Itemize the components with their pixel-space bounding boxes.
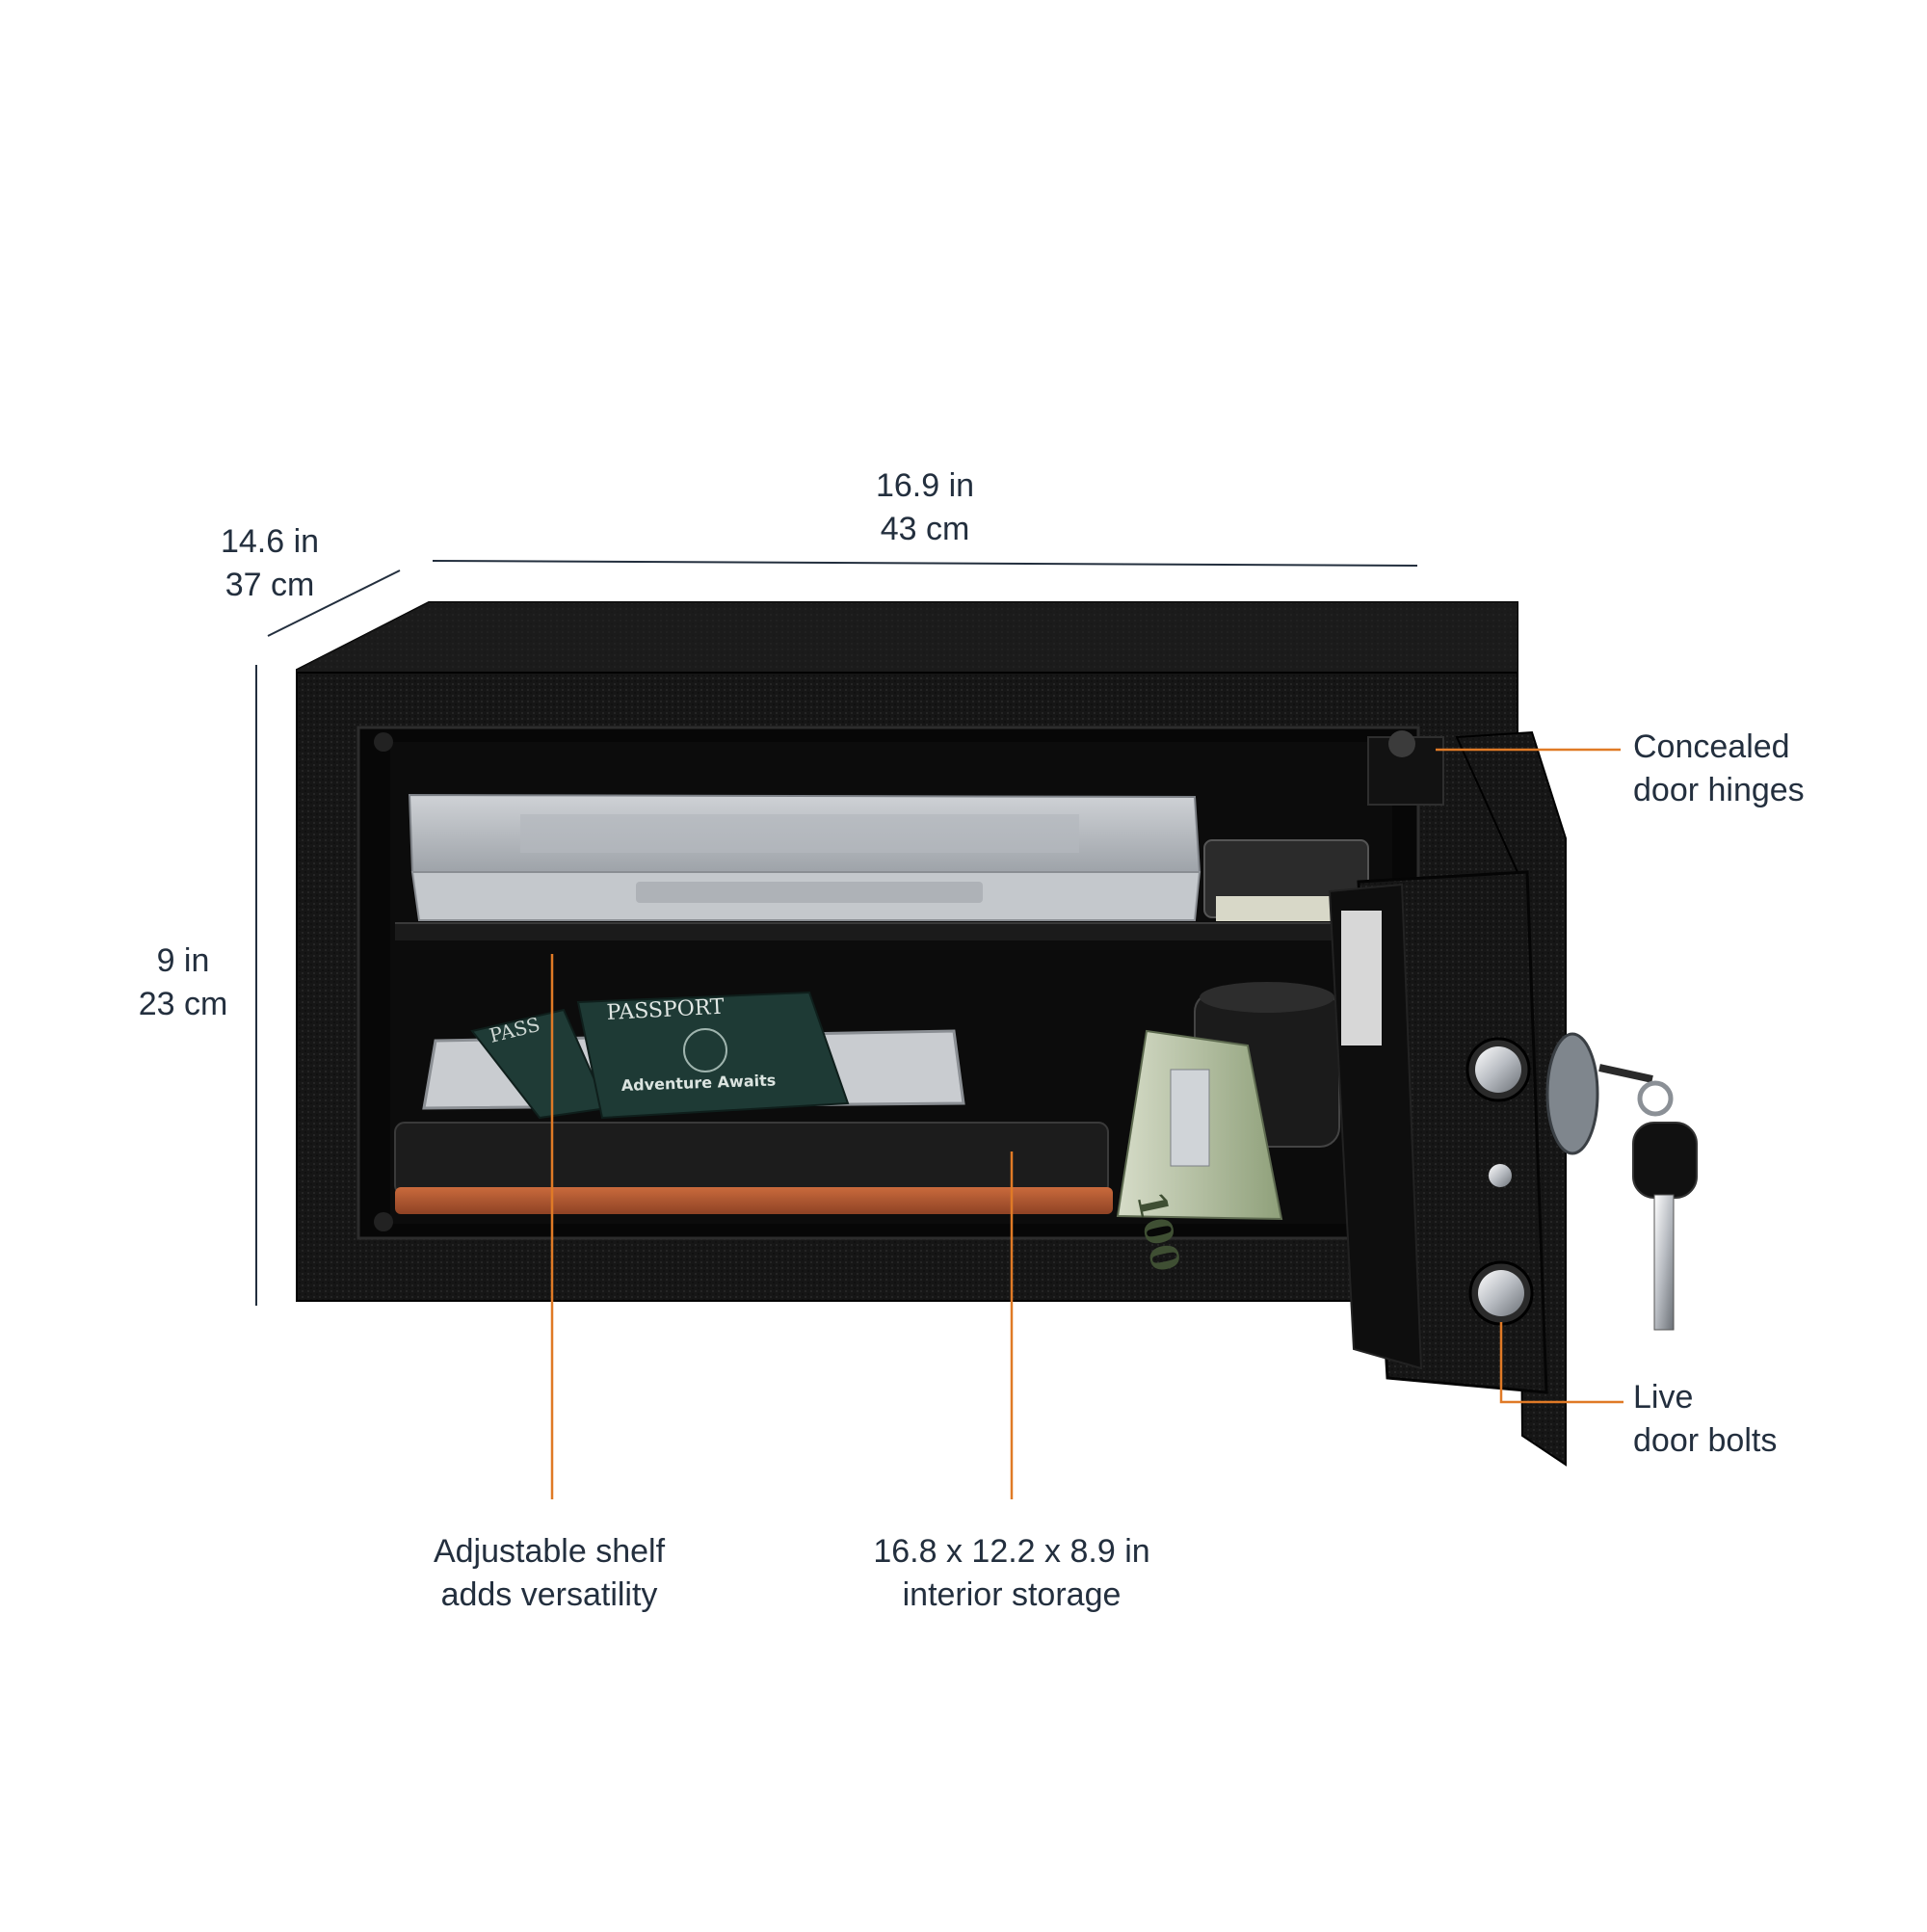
width-metric: 43 cm bbox=[880, 511, 970, 547]
hinges-callout-label: Concealed door hinges bbox=[1633, 726, 1805, 812]
width-label: 16.9 in 43 cm bbox=[829, 464, 1021, 551]
width-imperial: 16.9 in bbox=[875, 467, 975, 504]
keyhole-screw-icon bbox=[1489, 1164, 1512, 1187]
depth-imperial: 14.6 in bbox=[220, 523, 320, 560]
eagle-seal-icon bbox=[683, 1028, 727, 1072]
hinges-line-2: door hinges bbox=[1633, 772, 1805, 808]
shelf-line-1: Adjustable shelf bbox=[433, 1533, 666, 1570]
bolts-callout-label: Live door bolts bbox=[1633, 1376, 1777, 1463]
laptop bbox=[408, 793, 1201, 921]
depth-label: 14.6 in 37 cm bbox=[193, 520, 347, 607]
adjustable-shelf bbox=[395, 923, 1359, 940]
phone-stack bbox=[1203, 839, 1369, 921]
depth-dimension-line bbox=[267, 569, 401, 637]
cash-roll: 100 bbox=[1116, 1029, 1283, 1276]
bolts-line-1: Live bbox=[1633, 1379, 1694, 1416]
key-ring-icon bbox=[1637, 1080, 1674, 1117]
hinges-line-1: Concealed bbox=[1633, 728, 1790, 765]
dimension-lines bbox=[255, 560, 1418, 1306]
door-bolts bbox=[1465, 1037, 1534, 1326]
interior-callout-label: 16.8 x 12.2 x 8.9 in interior storage bbox=[848, 1530, 1175, 1617]
height-metric: 23 cm bbox=[138, 986, 228, 1022]
shelf-callout-label: Adjustable shelf adds versatility bbox=[395, 1530, 703, 1617]
height-label: 9 in 23 cm bbox=[116, 940, 251, 1026]
callout-lines bbox=[550, 748, 1623, 1499]
shelf-line-2: adds versatility bbox=[440, 1576, 658, 1613]
passport-front: PASSPORT Adventure Awaits bbox=[576, 991, 850, 1120]
key-head-icon bbox=[1632, 1122, 1698, 1199]
interior-line-2: interior storage bbox=[902, 1576, 1122, 1613]
bolts-line-2: door bolts bbox=[1633, 1422, 1778, 1459]
interior-line-1: 16.8 x 12.2 x 8.9 in bbox=[873, 1533, 1150, 1570]
lock-dial bbox=[1545, 1032, 1599, 1155]
bolt-top-icon bbox=[1475, 1046, 1521, 1093]
width-dimension-line bbox=[432, 560, 1418, 567]
key bbox=[1598, 1064, 1698, 1331]
door-label-sticker bbox=[1341, 911, 1382, 1045]
depth-metric: 37 cm bbox=[224, 567, 315, 603]
leather-folio bbox=[394, 1122, 1113, 1214]
bolt-bottom-icon bbox=[1478, 1270, 1524, 1316]
bolts-callout-line bbox=[1499, 1322, 1623, 1404]
height-imperial: 9 in bbox=[156, 942, 210, 979]
